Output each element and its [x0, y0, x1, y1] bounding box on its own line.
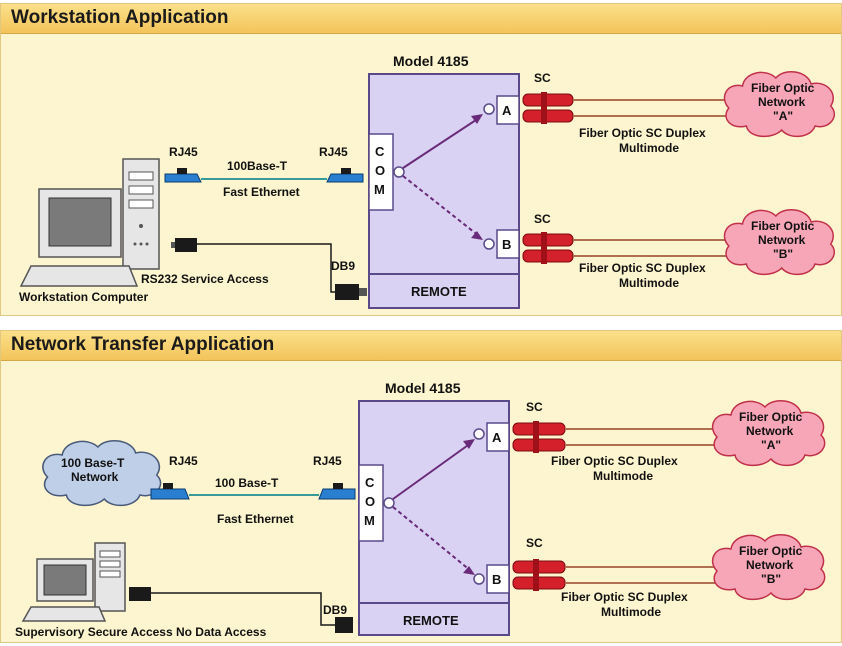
workstation-application-panel: Workstation Application Model 4185 REMOT… [0, 3, 842, 316]
sc-connector-bottom [512, 559, 566, 591]
remote-label: REMOTE [403, 613, 459, 628]
sc-connector-top [512, 421, 566, 453]
com-letter-m: M [364, 513, 375, 528]
port-a-label: A [492, 430, 502, 445]
db9-label: DB9 [323, 603, 347, 617]
sc-label-bottom: SC [534, 212, 551, 226]
com-letter-m: M [374, 182, 385, 197]
fiber-top-line1: Fiber Optic SC Duplex [579, 126, 706, 140]
switch-line-a [392, 442, 472, 500]
cloud-b-line1: Fiber Optic [739, 544, 803, 558]
panel-title: Workstation Application [11, 7, 229, 28]
sc-connector-top [522, 92, 574, 124]
supervisory-computer-icon [21, 542, 126, 622]
rj45-right-label: RJ45 [319, 145, 348, 159]
sc-label-top: SC [534, 71, 551, 85]
sc-label-bottom: SC [526, 536, 543, 550]
rj45-left-label: RJ45 [169, 145, 198, 159]
cloud-b-line2: Network [758, 233, 806, 247]
panel-title: Network Transfer Application [11, 334, 275, 355]
panel-header: Workstation Application [1, 4, 841, 34]
network-cloud-line2: Network [71, 470, 119, 484]
fiber-top-line2: Multimode [619, 141, 679, 155]
model-4185-device [358, 400, 510, 636]
model-label: Model 4185 [385, 380, 461, 396]
link-name-label: Fast Ethernet [217, 512, 294, 526]
rj45-right-label: RJ45 [313, 454, 342, 468]
cloud-a-line2: Network [758, 95, 806, 109]
cloud-b-line2: Network [746, 558, 794, 572]
com-letter-c: C [365, 475, 375, 490]
com-letter-o: O [375, 163, 385, 178]
fiber-top-line2: Multimode [593, 469, 653, 483]
fiber-bottom-line1: Fiber Optic SC Duplex [579, 261, 706, 275]
cloud-b-line3: "B" [761, 572, 781, 586]
network-transfer-application-panel: Network Transfer Application Model 4185 … [0, 330, 842, 643]
fiber-bottom-line2: Multimode [601, 605, 661, 619]
rj45-left-label: RJ45 [169, 454, 198, 468]
switch-line-a [402, 117, 480, 169]
link-name-label: Fast Ethernet [223, 185, 300, 199]
fiber-bottom-line1: Fiber Optic SC Duplex [561, 590, 688, 604]
panel-header: Network Transfer Application [1, 331, 841, 361]
link-type-label: 100 Base-T [215, 476, 279, 490]
rj45-left-connector-icon [150, 483, 190, 500]
switch-line-b [392, 506, 472, 572]
rj45-left-connector-icon [164, 168, 202, 183]
db9-connector-icon [335, 284, 359, 300]
model-label: Model 4185 [393, 53, 469, 69]
db9-connector-icon [335, 617, 353, 633]
rs232-cable [197, 243, 335, 293]
workstation-diagram: Model 4185 REMOTE C O M A B SC Fiber [19, 53, 836, 309]
fiber-top-line1: Fiber Optic SC Duplex [551, 454, 678, 468]
rs232-service-label: RS232 Service Access [141, 272, 269, 286]
switch-line-b [402, 175, 480, 237]
port-a-label: A [502, 103, 512, 118]
cloud-a-line3: "A" [761, 438, 781, 452]
supervisory-connector-left-icon [129, 587, 151, 601]
remote-label: REMOTE [411, 284, 467, 299]
port-a [496, 95, 520, 125]
port-b [496, 229, 520, 259]
network-cloud-line1: 100 Base-T [61, 456, 125, 470]
supervisory-cable [151, 592, 335, 626]
rj45-right-connector-icon [318, 483, 356, 500]
com-letter-c: C [375, 144, 385, 159]
model-4185-device [368, 73, 520, 309]
rj45-right-connector-icon [326, 168, 364, 183]
link-type-label: 100Base-T [227, 159, 288, 173]
fiber-bottom-line2: Multimode [619, 276, 679, 290]
sc-label-top: SC [526, 400, 543, 414]
workstation-computer-icon [19, 158, 160, 287]
cloud-a-line3: "A" [773, 109, 793, 123]
cloud-b-line3: "B" [773, 247, 793, 261]
com-port [368, 133, 394, 211]
cloud-a-line1: Fiber Optic [739, 410, 803, 424]
workstation-computer-label: Workstation Computer [19, 290, 148, 304]
rs232-connector-left-icon [175, 238, 197, 252]
com-letter-o: O [365, 494, 375, 509]
cloud-a-line1: Fiber Optic [751, 81, 815, 95]
cloud-a-line2: Network [746, 424, 794, 438]
db9-label: DB9 [331, 259, 355, 273]
port-b [486, 564, 510, 594]
network-transfer-diagram: Model 4185 REMOTE C O M A B SC Fiber Opt… [15, 380, 826, 639]
com-port [358, 464, 384, 542]
sc-connector-bottom [522, 232, 574, 264]
port-b-label: B [502, 237, 511, 252]
port-a [486, 422, 510, 452]
cloud-b-line1: Fiber Optic [751, 219, 815, 233]
port-b-label: B [492, 572, 501, 587]
supervisory-access-label: Supervisory Secure Access No Data Access [15, 625, 267, 639]
